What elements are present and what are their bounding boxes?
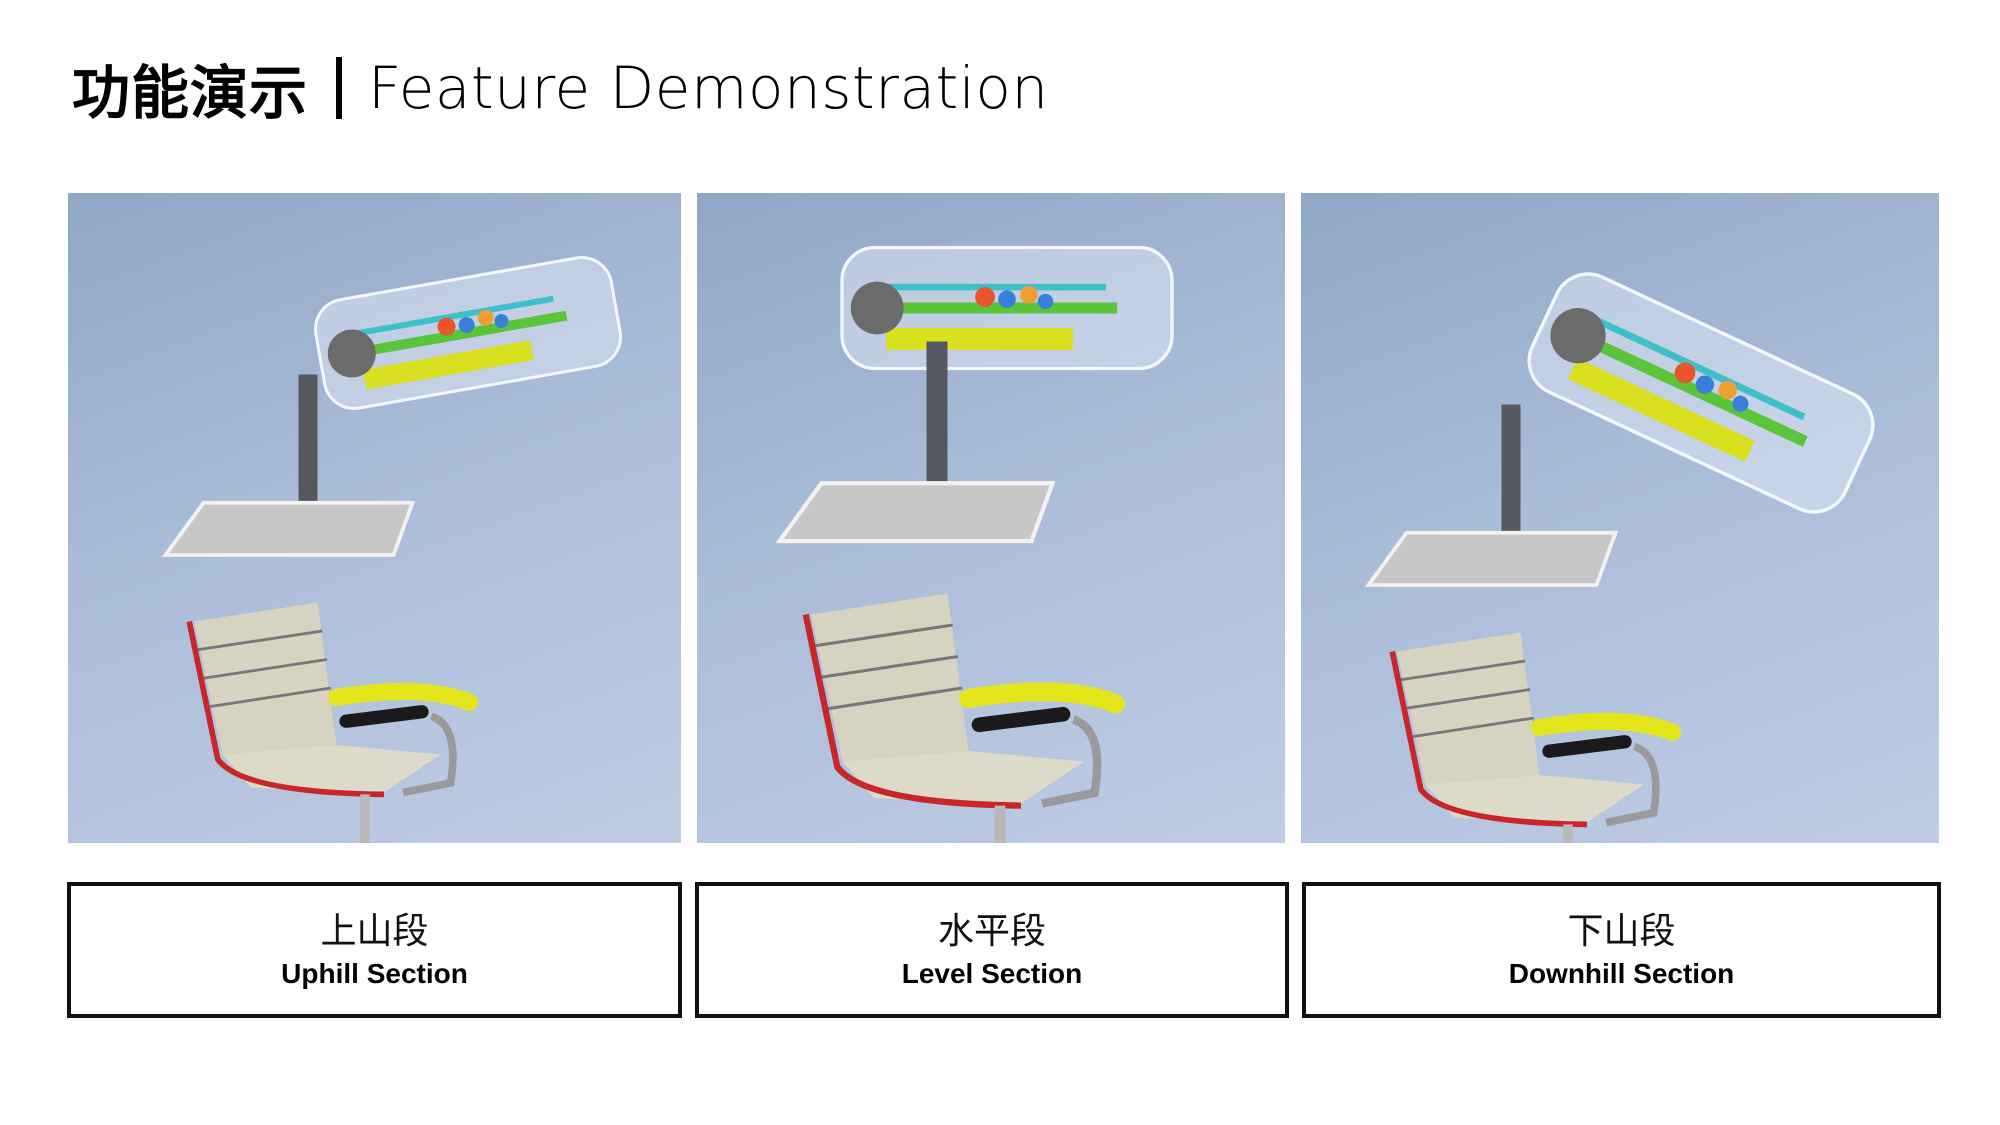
uphill-chair-illustration — [68, 251, 627, 843]
title-divider — [336, 57, 343, 119]
level-render-image — [697, 193, 1285, 843]
page-title: 功能演示 Feature Demonstration — [72, 48, 1049, 128]
caption-chinese: 水平段 — [937, 911, 1046, 952]
caption-english: Level Section — [901, 958, 1083, 989]
title-english: Feature Demonstration — [368, 54, 1049, 122]
caption-chinese: 上山段 — [320, 911, 429, 952]
uphill-caption-box: 上山段 Uphill Section — [67, 882, 682, 1018]
level-chair-illustration — [697, 245, 1174, 843]
downhill-chair-illustration — [1301, 261, 1886, 843]
caption-english: Uphill Section — [281, 958, 468, 989]
uphill-render-image — [68, 193, 681, 843]
caption-english: Downhill Section — [1508, 958, 1735, 989]
level-caption-box: 水平段 Level Section — [695, 882, 1289, 1018]
caption-chinese: 下山段 — [1567, 911, 1676, 952]
downhill-caption-box: 下山段 Downhill Section — [1302, 882, 1941, 1018]
downhill-render-image — [1301, 193, 1939, 843]
title-chinese: 功能演示 — [72, 59, 309, 127]
